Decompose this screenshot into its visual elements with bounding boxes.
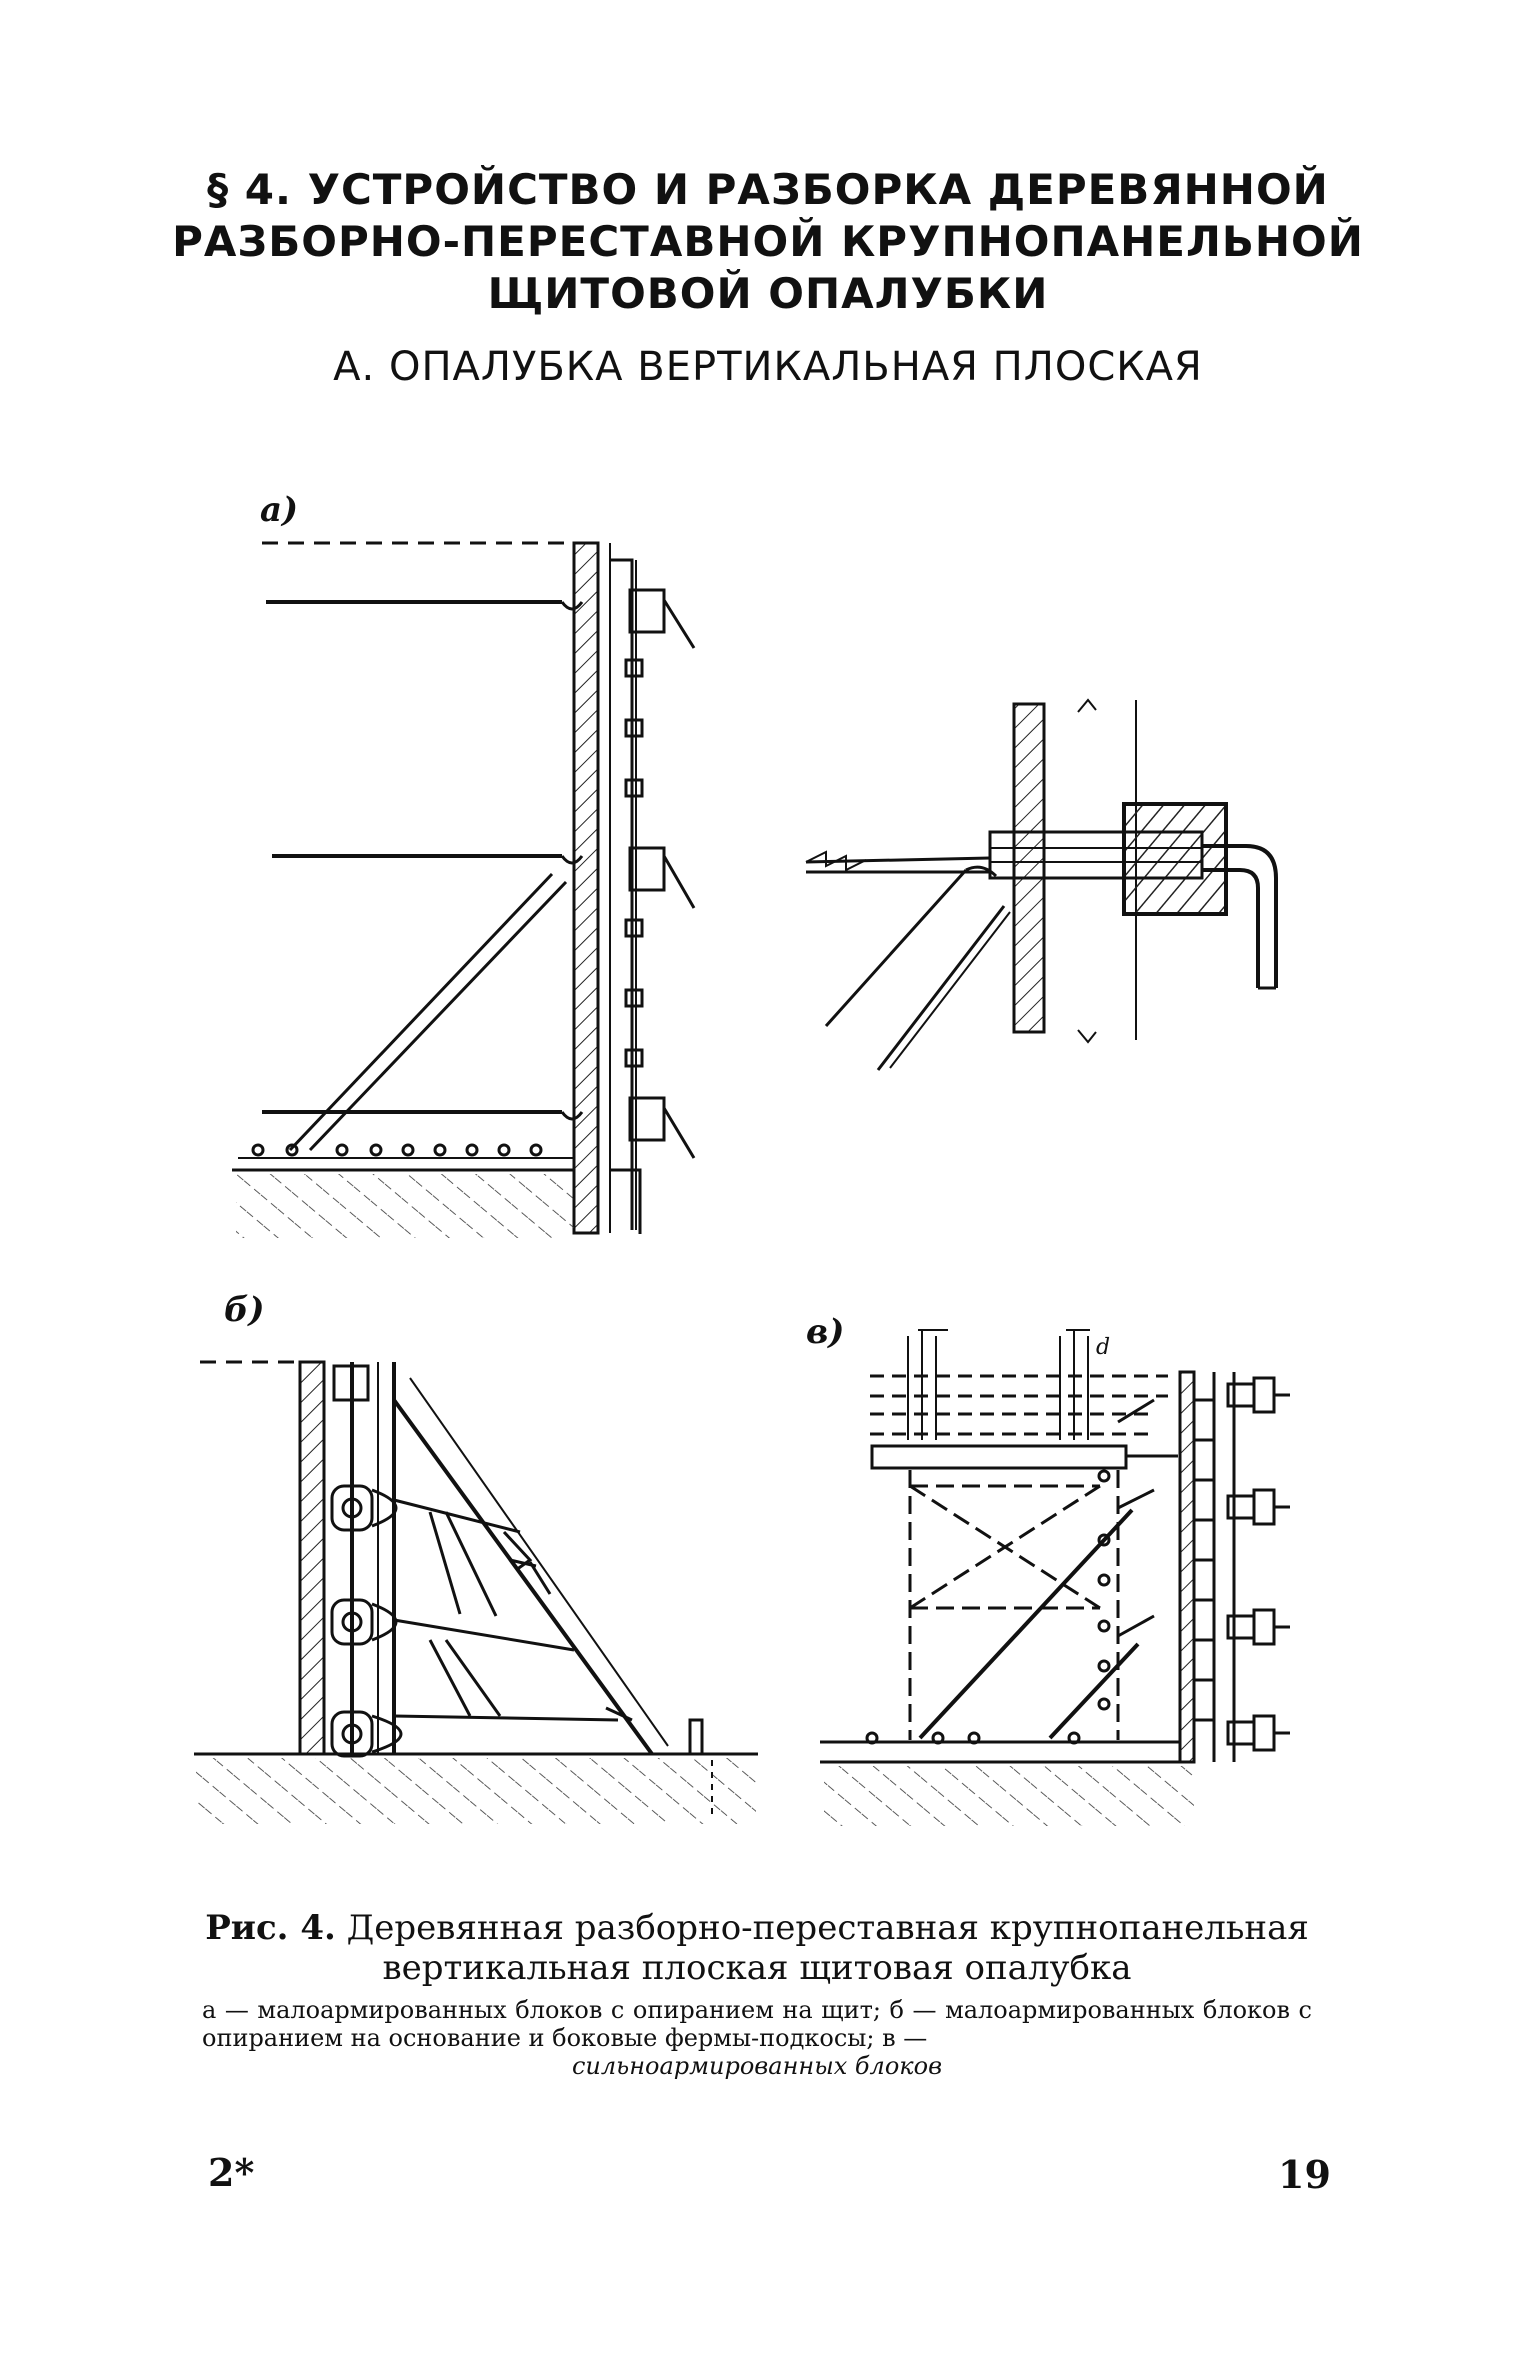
panel-a-drawing (232, 541, 696, 1238)
panel-b-drawing (194, 1360, 758, 1824)
panel-label-a: а) (260, 490, 299, 530)
page-number: 19 (1278, 2152, 1331, 2197)
caption-desc-main: а — малоармированных блоков с опиранием … (202, 1996, 1312, 2052)
figure-caption-title: Рис. 4. Деревянная разборно-переставная … (202, 1908, 1312, 1988)
tie-bolt-detail (805, 698, 1278, 1071)
section-title-line-3: ЩИТОВОЙ ОПАЛУБКИ (487, 269, 1049, 318)
formwork-figure: d (194, 541, 1290, 1826)
subsection-heading: А. ОПАЛУБКА ВЕРТИКАЛЬНАЯ ПЛОСКАЯ (333, 344, 1203, 390)
caption-desc-last: сильноармированных блоков (571, 2052, 943, 2080)
caption-text: Деревянная разборно-переставная крупнопа… (346, 1908, 1309, 1988)
figure-caption-description: а — малоармированных блоков с опиранием … (202, 1996, 1312, 2080)
detail-mark: d (1096, 1335, 1110, 1360)
caption-label: Рис. 4. (205, 1908, 336, 1948)
section-title-line-2: РАЗБОРНО-ПЕРЕСТАВНОЙ КРУПНОПАНЕЛЬНОЙ (172, 217, 1364, 266)
panel-label-b: б) (224, 1290, 265, 1330)
panel-v-drawing (820, 1329, 1290, 1826)
section-title-line-1: § 4. УСТРОЙСТВО И РАЗБОРКА ДЕРЕВЯННОЙ (207, 165, 1329, 214)
signature-mark: 2* (208, 2150, 255, 2195)
panel-label-v: в) (806, 1312, 845, 1352)
